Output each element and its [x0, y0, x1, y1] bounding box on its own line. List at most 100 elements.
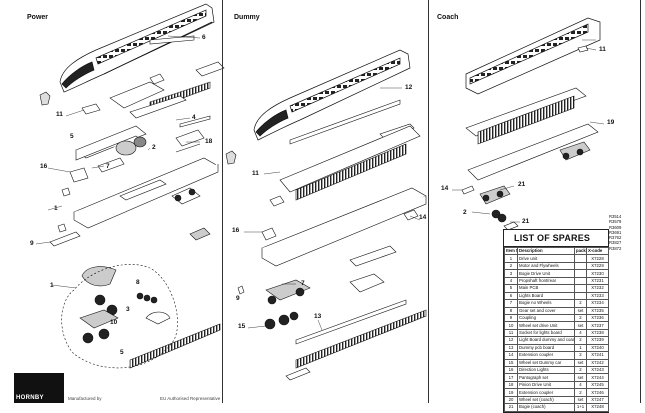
spare-description: Socket for lights board [517, 328, 575, 338]
spare-description: Gear set and cover [517, 306, 575, 315]
spare-item-no: 16 [504, 365, 518, 375]
dummy-car-parts [225, 99, 427, 381]
spare-pack: 4 [574, 328, 587, 338]
spare-description: Wheel set Dummy car [517, 358, 575, 368]
footer-eu-rep: EU Authorised Representative [160, 396, 221, 401]
callout-dummy-16: 16 [232, 227, 240, 234]
callout-power-18: 18 [205, 138, 213, 145]
callout-coach-14: 14 [441, 185, 449, 192]
spare-description: Light Board dummy and coach [517, 336, 575, 345]
product-code-list: R3514 R3579 R3609 R3691 R3762 R3827 R387… [609, 214, 621, 251]
section-title-dummy: Dummy [234, 14, 260, 21]
spare-description: Drive unit [517, 254, 575, 263]
spare-item-no: 10 [504, 321, 518, 330]
spare-x-code: X7242 [586, 358, 609, 368]
product-code: R3827 [609, 240, 622, 246]
spare-description: Lights Board [517, 291, 575, 301]
spare-description: Wheel set drive Unit [517, 321, 575, 330]
section-title-power: Power [27, 14, 49, 21]
spare-description: Coupling [517, 313, 575, 323]
spare-x-code: X7233 [586, 291, 609, 301]
divider-left [222, 0, 223, 403]
power-car-body [59, 3, 215, 93]
spare-x-code: X7238 [586, 328, 609, 338]
spare-description: Dummy pcb board [517, 343, 575, 353]
callout-power-1b: 1 [50, 282, 54, 289]
spare-item-no: 15 [504, 358, 518, 368]
spare-item-no: 17 [504, 373, 518, 382]
spare-x-code: X7248 [586, 403, 609, 412]
spare-item-no: 3 [504, 269, 518, 278]
spare-pack: set [574, 358, 587, 368]
coach-leader-lines [452, 39, 605, 223]
callout-power-11: 11 [56, 111, 63, 118]
spare-pack [574, 276, 587, 286]
dummy-car-body [253, 49, 411, 141]
power-leader-lines [35, 35, 201, 289]
column-header-x-code: X-code [586, 246, 609, 256]
callout-coach-11: 11 [599, 46, 606, 53]
spares-list-panel: LIST OF SPARES Item No Description pack … [503, 229, 609, 413]
callout-power-16: 16 [40, 163, 48, 170]
spare-x-code: X7245 [586, 380, 609, 390]
callout-power-1a: 1 [54, 205, 58, 212]
callout-coach-19: 19 [607, 119, 615, 126]
spares-header-row: Item No Description pack X-code [504, 246, 609, 256]
footer-manufacturer: Manufactured by [68, 396, 102, 401]
column-header-item-no: Item No [504, 246, 518, 256]
spare-x-code: X7236 [586, 313, 609, 323]
callout-power-10: 10 [110, 319, 118, 326]
spare-x-code: X7241 [586, 351, 609, 360]
spare-pack: 2 [574, 313, 587, 323]
spare-item-no: 2 [504, 261, 518, 271]
spare-x-code: X7231 [586, 276, 609, 286]
product-code: R3609 [609, 224, 622, 230]
spare-pack: 2 [574, 365, 587, 375]
callout-coach-21b: 21 [522, 218, 530, 225]
coach-body [465, 17, 601, 95]
callout-power-5: 5 [70, 133, 74, 140]
spare-pack: 2 [574, 388, 587, 397]
spare-item-no: 1 [504, 254, 518, 263]
callout-power-7: 7 [106, 163, 110, 170]
spare-description: Pantograph set [517, 373, 575, 382]
spare-description: Extension coupler [517, 351, 575, 360]
spare-pack [574, 284, 587, 293]
spare-x-code: X7232 [586, 284, 609, 293]
spare-pack: set [574, 373, 587, 382]
spare-pack: 1+1 [574, 403, 587, 412]
callout-power-3: 3 [126, 306, 130, 313]
spare-x-code: X7243 [586, 365, 609, 375]
spare-x-code: X7235 [586, 306, 609, 315]
spare-pack: set [574, 306, 587, 315]
spare-item-no: 7 [504, 299, 518, 308]
spare-pack: 1 [574, 343, 587, 353]
callout-dummy-13: 13 [314, 313, 322, 320]
callout-power-6: 6 [202, 34, 206, 41]
callout-power-9: 9 [30, 240, 34, 247]
spare-description: Bogie Drive Unit [517, 269, 575, 278]
spare-x-code: X7229 [586, 261, 609, 271]
spare-pack [574, 261, 587, 271]
column-header-pack: pack [574, 246, 587, 256]
spares-list-title: LIST OF SPARES [504, 230, 608, 247]
callout-dummy-9: 9 [236, 295, 240, 302]
spare-pack [574, 254, 587, 263]
spare-x-code: X7228 [586, 254, 609, 263]
coach-parts [461, 45, 599, 231]
